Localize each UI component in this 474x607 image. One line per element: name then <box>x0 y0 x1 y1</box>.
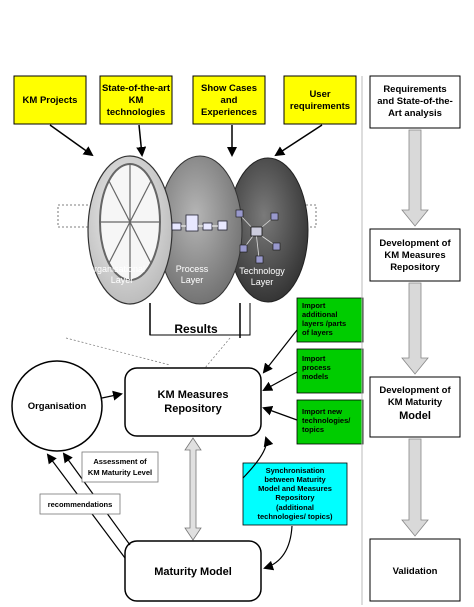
down-arrow-1 <box>401 129 429 227</box>
org-layer-line-1: Organisational <box>87 264 145 274</box>
show-cases-line-2: and <box>221 95 238 106</box>
assessment-line-1: Assessment of <box>93 457 147 466</box>
import1-line-1: Import <box>302 301 326 310</box>
recommendations-label: recommendations <box>48 500 113 509</box>
import-process-box: Import process models <box>296 348 364 394</box>
arrow-km-projects <box>49 124 94 157</box>
step-repository-development: Development of KM Measures Repository <box>369 228 461 282</box>
right-process-column: Requirements and State-of-the- Art analy… <box>361 75 461 605</box>
assessment-line-2: KM Maturity Level <box>88 468 152 477</box>
state-art-line-1: State-of-the-art <box>102 83 171 94</box>
import3-line-2: technologies/ <box>302 416 351 425</box>
layer-stack: Organisational Layer Process Layer Techn… <box>57 155 317 305</box>
step-maturity-development: Development of KM Maturity Model <box>369 376 461 438</box>
step2-line-3: Repository <box>390 262 440 273</box>
input-user-requirements: User requirements <box>283 75 357 125</box>
input-state-of-the-art: State-of-the-art KM technologies <box>99 75 173 125</box>
maturity-model-label: Maturity Model <box>154 566 232 578</box>
step2-line-2: KM Measures <box>384 250 445 261</box>
import1-line-3: layers /parts <box>302 319 346 328</box>
results-bracket-edges <box>149 303 241 338</box>
step3-line-1: Development of <box>379 385 451 396</box>
tech-layer-line-1: Technology <box>239 266 285 276</box>
down-arrow-2 <box>401 282 429 375</box>
step-requirements: Requirements and State-of-the- Art analy… <box>369 75 461 129</box>
arrow-user-req <box>274 124 323 157</box>
sync-line-5: (additional <box>276 503 314 512</box>
input-km-projects: KM Projects <box>13 75 87 125</box>
input-show-cases: Show Cases and Experiences <box>192 75 266 125</box>
arrow-sync-to-repo <box>242 436 274 479</box>
sync-line-2: between Maturity <box>264 475 326 484</box>
arrow-import2 <box>262 371 298 391</box>
convergence-line-right <box>204 337 231 369</box>
results-bracket <box>149 303 251 338</box>
results-label: Results <box>174 322 218 336</box>
step3-line-3: Model <box>399 410 431 422</box>
step4-label: Validation <box>393 566 438 577</box>
assessment-box: Assessment of KM Maturity Level <box>81 451 159 483</box>
import2-line-2: process <box>302 363 331 372</box>
import2-line-1: Import <box>302 354 326 363</box>
sync-line-1: Synchronisation <box>266 466 325 475</box>
import3-line-3: topics <box>302 425 324 434</box>
import2-line-3: models <box>302 372 328 381</box>
import-layers-box: Import additional layers /parts of layer… <box>296 297 364 343</box>
step2-line-1: Development of <box>379 238 451 249</box>
import1-line-4: of layers <box>302 328 333 337</box>
repo-maturity-double-arrow <box>184 437 202 541</box>
sync-line-3: Model and Measures <box>258 484 332 493</box>
arrow-sync-to-maturity <box>263 525 293 571</box>
tech-layer-line-2: Layer <box>251 277 274 287</box>
repository-line-1: KM Measures <box>158 389 229 401</box>
organisation-label: Organisation <box>28 401 87 412</box>
step-validation: Validation <box>369 538 461 602</box>
import-technologies-box: Import new technologies/ topics <box>296 399 364 445</box>
process-layer-line-1: Process <box>176 264 209 274</box>
step1-line-1: Requirements <box>383 84 446 95</box>
convergence-line-left <box>65 337 171 366</box>
recommendations-box: recommendations <box>39 493 121 515</box>
organisation: Organisation <box>11 360 103 452</box>
technology-network-icon <box>235 209 281 264</box>
process-layer-line-2: Layer <box>181 275 204 285</box>
state-art-line-2: KM <box>129 95 144 106</box>
process-model-icon <box>171 214 228 232</box>
arrow-import3 <box>262 406 298 421</box>
step1-line-2: and State-of-the- <box>377 96 452 107</box>
arrow-org-to-repo <box>101 390 123 401</box>
down-arrow-3 <box>401 438 429 537</box>
arrow-import1 <box>262 329 298 374</box>
state-art-line-3: technologies <box>107 107 166 118</box>
import3-line-1: Import new <box>302 407 342 416</box>
sync-line-6: technologies/ topics) <box>257 512 333 521</box>
synchronisation-box: Synchronisation between Maturity Model a… <box>242 462 348 526</box>
step3-line-2: KM Maturity <box>388 397 443 408</box>
step1-line-3: Art analysis <box>388 108 442 119</box>
arrow-state-art <box>136 124 147 157</box>
maturity-model: Maturity Model <box>124 540 262 602</box>
input-km-projects-label: KM Projects <box>23 95 78 106</box>
org-layer-line-2: Layer <box>111 275 134 285</box>
import1-line-2: additional <box>302 310 337 319</box>
show-cases-line-1: Show Cases <box>201 83 257 94</box>
show-cases-line-3: Experiences <box>201 107 257 118</box>
km-measures-repository: KM Measures Repository <box>124 367 262 437</box>
user-req-line-1: User <box>309 89 330 100</box>
wheel-spokes <box>100 164 160 280</box>
sync-line-4: Repository <box>275 493 315 502</box>
repository-line-2: Repository <box>164 403 222 415</box>
user-req-line-2: requirements <box>290 101 350 112</box>
